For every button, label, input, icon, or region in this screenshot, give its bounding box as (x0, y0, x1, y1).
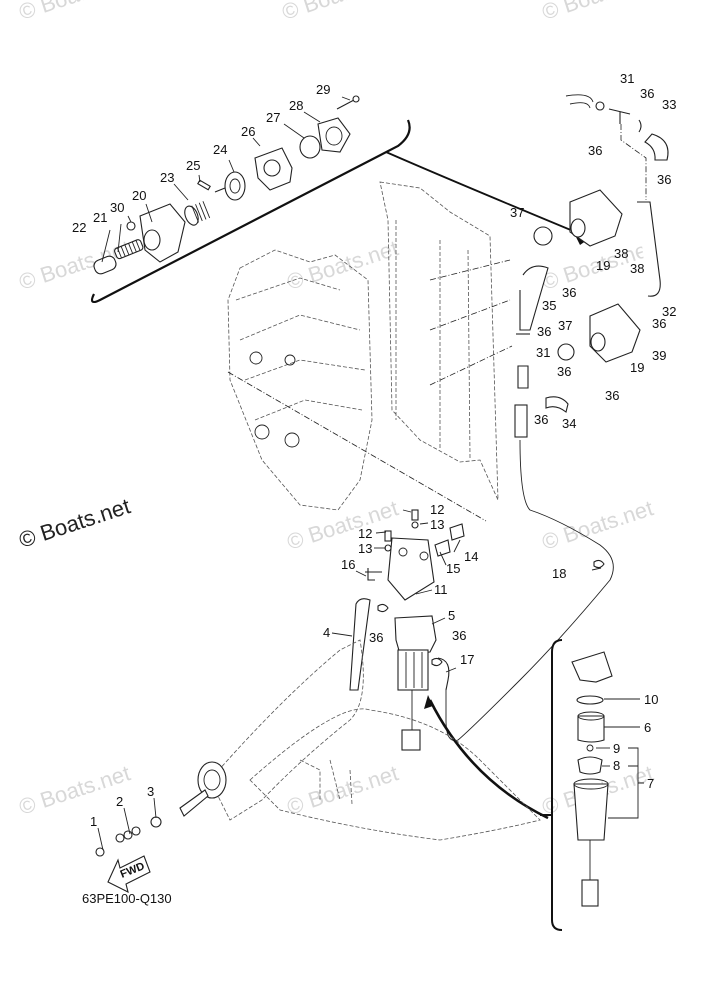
watermark: © Boats.net (539, 495, 656, 554)
callout-14[interactable]: 14 (464, 549, 478, 564)
watermark: © Boats.net (16, 0, 133, 25)
callout-13b[interactable]: 13 (430, 517, 444, 532)
callout-31a[interactable]: 31 (620, 71, 634, 86)
callout-36a[interactable]: 36 (640, 86, 654, 101)
watermark: © Boats.net (284, 235, 401, 294)
callout-5[interactable]: 5 (448, 608, 455, 623)
callout-23[interactable]: 23 (160, 170, 174, 185)
callout-17[interactable]: 17 (460, 652, 474, 667)
callout-36c[interactable]: 36 (657, 172, 671, 187)
callout-6[interactable]: 6 (644, 720, 651, 735)
callout-36d[interactable]: 36 (562, 285, 576, 300)
callout-4[interactable]: 4 (323, 625, 330, 640)
callout-36g[interactable]: 36 (557, 364, 571, 379)
callout-8[interactable]: 8 (613, 758, 620, 773)
callout-1[interactable]: 1 (90, 814, 97, 829)
callout-36h[interactable]: 36 (605, 388, 619, 403)
callout-36k[interactable]: 36 (452, 628, 466, 643)
callout-10[interactable]: 10 (644, 692, 658, 707)
bottom-cowling-outline (179, 639, 541, 841)
callout-36b[interactable]: 36 (588, 143, 602, 158)
callout-21[interactable]: 21 (93, 210, 107, 225)
callout-35[interactable]: 35 (542, 298, 556, 313)
callout-38a[interactable]: 38 (614, 246, 628, 261)
fuel-filter-assembly (349, 509, 549, 820)
callout-34[interactable]: 34 (562, 416, 576, 431)
callout-37b[interactable]: 37 (558, 318, 572, 333)
callout-9[interactable]: 9 (613, 741, 620, 756)
callout-24[interactable]: 24 (213, 142, 227, 157)
pump-disassembly (93, 95, 360, 275)
callout-37a[interactable]: 37 (510, 205, 524, 220)
drawing-code: 63PE100-Q130 (82, 891, 172, 906)
callout-11[interactable]: 11 (434, 582, 448, 597)
fwd-arrow-icon (107, 855, 151, 894)
callout-12b[interactable]: 12 (430, 502, 444, 517)
callout-36f[interactable]: 36 (537, 324, 551, 339)
watermark: © Boats.net (16, 760, 133, 819)
callout-7[interactable]: 7 (647, 776, 654, 791)
callout-32[interactable]: 32 (662, 304, 676, 319)
callout-12a[interactable]: 12 (358, 526, 372, 541)
callout-29[interactable]: 29 (316, 82, 330, 97)
filter-exploded (540, 639, 644, 931)
watermark-prominent: © Boats.net (16, 493, 133, 552)
callout-36j[interactable]: 36 (369, 630, 383, 645)
upper-pump-assembly (514, 94, 669, 438)
powerhead-outline (227, 249, 487, 522)
callout-25[interactable]: 25 (186, 158, 200, 173)
callout-38b[interactable]: 38 (630, 261, 644, 276)
callout-39[interactable]: 39 (652, 348, 666, 363)
watermark: © Boats.net (284, 760, 401, 819)
callout-19a[interactable]: 19 (596, 258, 610, 273)
callout-16[interactable]: 16 (341, 557, 355, 572)
callout-33[interactable]: 33 (662, 97, 676, 112)
callout-26[interactable]: 26 (241, 124, 255, 139)
leader-lines (97, 96, 602, 851)
callouts: 1 2 3 4 5 6 7 8 9 10 11 12 12 13 13 14 1… (72, 71, 676, 829)
watermark: © Boats.net (279, 0, 396, 25)
callout-13a[interactable]: 13 (358, 541, 372, 556)
callout-31b[interactable]: 31 (536, 345, 550, 360)
callout-2[interactable]: 2 (116, 794, 123, 809)
callout-22[interactable]: 22 (72, 220, 86, 235)
callout-3[interactable]: 3 (147, 784, 154, 799)
callout-18[interactable]: 18 (552, 566, 566, 581)
callout-27[interactable]: 27 (266, 110, 280, 125)
callout-36i[interactable]: 36 (534, 412, 548, 427)
callout-15[interactable]: 15 (446, 561, 460, 576)
crankcase-outline (379, 181, 513, 501)
fuel-line (445, 439, 614, 742)
callout-28[interactable]: 28 (289, 98, 303, 113)
callout-30[interactable]: 30 (110, 200, 124, 215)
callout-19b[interactable]: 19 (630, 360, 644, 375)
callout-36e[interactable]: 36 (652, 316, 666, 331)
watermark: © Boats.net (539, 0, 656, 25)
callout-20[interactable]: 20 (132, 188, 146, 203)
